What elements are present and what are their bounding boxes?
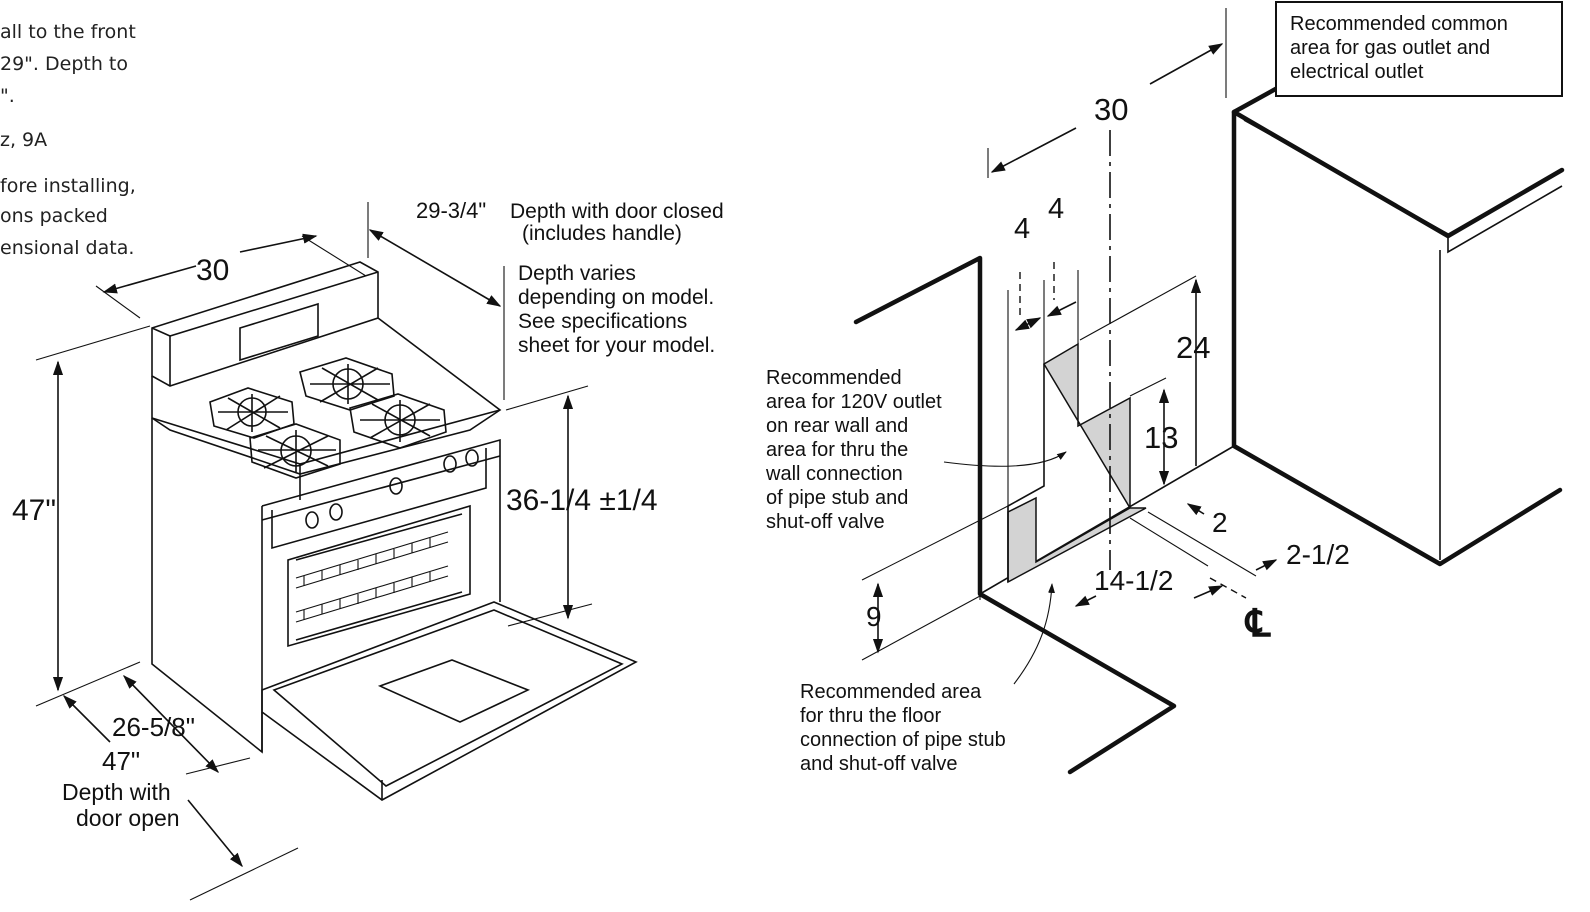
grate-front-right [349, 393, 447, 449]
wall-area-line: area for 120V outlet [766, 391, 942, 413]
intro-text: all to the front 29". Depth to ". z, 9A … [0, 21, 136, 259]
floor-area-line: and shut-off valve [800, 753, 958, 775]
dim-9-label: 9 [866, 601, 882, 632]
dim-24-label: 24 [1176, 330, 1210, 365]
intro-line: fore installing, [0, 175, 136, 197]
intro-line: z, 9A [0, 129, 47, 151]
grate-front-left [249, 423, 341, 479]
range-width-label: 30 [196, 254, 229, 287]
floor-area-line: for thru the floor [800, 705, 942, 727]
install-width-label: 30 [1094, 92, 1128, 127]
wall-area-line: area for thru the [766, 439, 908, 461]
intro-line: ensional data. [0, 237, 134, 259]
floor-area-line: connection of pipe stub [800, 729, 1006, 751]
wall-area-line: shut-off valve [766, 511, 885, 533]
dim-2-label: 2 [1212, 507, 1228, 538]
dim-2-half-label: 2-1/2 [1286, 539, 1350, 570]
grate-rear-right [299, 357, 395, 411]
depth-closed-value: 29-3/4" [416, 198, 486, 223]
knob [389, 477, 403, 495]
base-depth-label: 26-5/8" [112, 712, 195, 742]
open-depth-line: Depth with [62, 779, 171, 805]
knob [465, 449, 479, 467]
dim-4-right: 4 [1048, 193, 1064, 225]
intro-line: 29". Depth to [0, 53, 128, 75]
depth-closed-note: (includes handle) [522, 222, 682, 245]
open-depth-value: 47" [102, 746, 140, 776]
range-drawing [35, 202, 638, 901]
common-area-line: electrical outlet [1290, 61, 1424, 83]
common-area-box [1275, 1, 1563, 97]
intro-line: ons packed [0, 205, 108, 227]
depth-varies-line: Depth varies [518, 262, 636, 285]
installation-space-drawing [853, 8, 1565, 775]
common-area-line: Recommended common [1290, 13, 1508, 35]
depth-varies-line: depending on model. [518, 286, 714, 309]
centerline-symbol: ℄ [1244, 603, 1271, 645]
open-depth-line: door open [76, 805, 180, 831]
common-area-line: area for gas outlet and [1290, 37, 1490, 59]
intro-line: all to the front [0, 21, 136, 43]
wall-area-line: Recommended [766, 367, 902, 389]
wall-area-line: of pipe stub and [766, 487, 908, 509]
oven-racks [295, 531, 449, 623]
floor-area-line: Recommended area [800, 681, 982, 703]
depth-varies-line: See specifications [518, 310, 687, 333]
overall-height-label: 47" [12, 494, 56, 527]
intro-line: ". [0, 85, 15, 107]
grate-rear-left [209, 387, 295, 439]
wall-area-line: wall connection [765, 463, 903, 485]
dim-14-half-label: 14-1/2 [1094, 565, 1173, 596]
knob [305, 511, 319, 529]
cooktop-height-label: 36-1/4 ±1/4 [506, 484, 658, 517]
knob [329, 503, 343, 521]
dim-4-left: 4 [1014, 213, 1030, 245]
knob [443, 455, 457, 473]
depth-varies-line: sheet for your model. [518, 334, 715, 357]
outlet-area-shaded [1007, 342, 1147, 584]
wall-area-line: on rear wall and [766, 415, 908, 437]
cabinet-outline [1231, 109, 1563, 567]
depth-closed-label: Depth with door closed [510, 200, 724, 223]
dim-13-label: 13 [1144, 420, 1178, 455]
